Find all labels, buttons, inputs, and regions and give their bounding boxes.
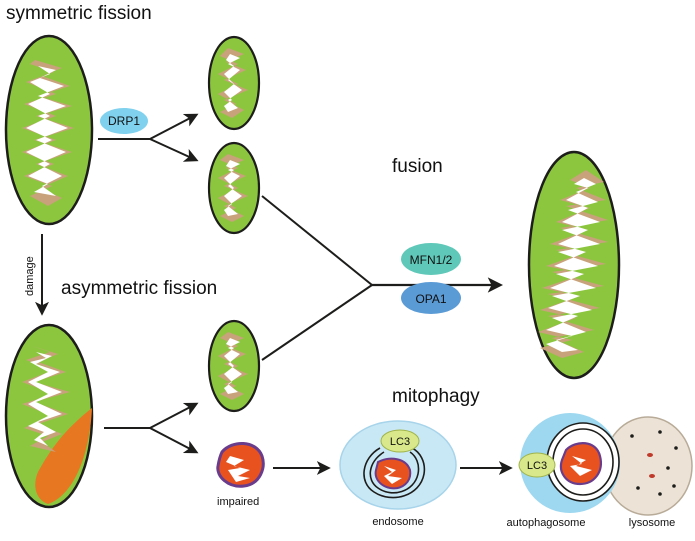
opa1-label: OPA1 [415, 292, 446, 306]
mitophagy-label: mitophagy [392, 386, 480, 407]
drp1-protein: DRP1 [100, 108, 148, 134]
healthy-daughter-mitochondrion [207, 319, 261, 413]
lysosome-label: lysosome [629, 517, 675, 529]
fused-mitochondrion [527, 150, 621, 380]
parent-mitochondrion [4, 34, 94, 226]
damage-arrow: damage [24, 234, 49, 316]
lc3-endosome-label: LC3 [390, 436, 410, 448]
asymmetric-split-arrows [104, 402, 199, 454]
autophagosome-label: autophagosome [507, 517, 586, 529]
daughter-mitochondrion-bottom [207, 141, 261, 235]
fusion-label: fusion [392, 156, 443, 177]
endosome-label: endosome [372, 516, 423, 528]
lc3-autophagosome-label: LC3 [527, 460, 547, 472]
asymmetric-fission-label: asymmetric fission [61, 278, 217, 299]
drp1-label: DRP1 [108, 114, 140, 128]
mfn-protein: MFN1/2 [401, 243, 461, 275]
symmetric-fission-label: symmetric fission [6, 3, 152, 24]
impaired-label: impaired [217, 496, 259, 508]
autophagosome: LC3 [518, 413, 620, 513]
damage-label: damage [24, 256, 36, 296]
fusion-arrows [261, 195, 504, 361]
damaged-mitochondrion [4, 323, 94, 509]
daughter-mitochondrion-top [207, 35, 261, 131]
impaired-mitochondrion [216, 442, 265, 488]
drp1-split-arrows [98, 113, 199, 162]
endosome: LC3 [339, 420, 457, 510]
mfn-label: MFN1/2 [410, 253, 453, 267]
opa1-protein: OPA1 [401, 282, 461, 314]
